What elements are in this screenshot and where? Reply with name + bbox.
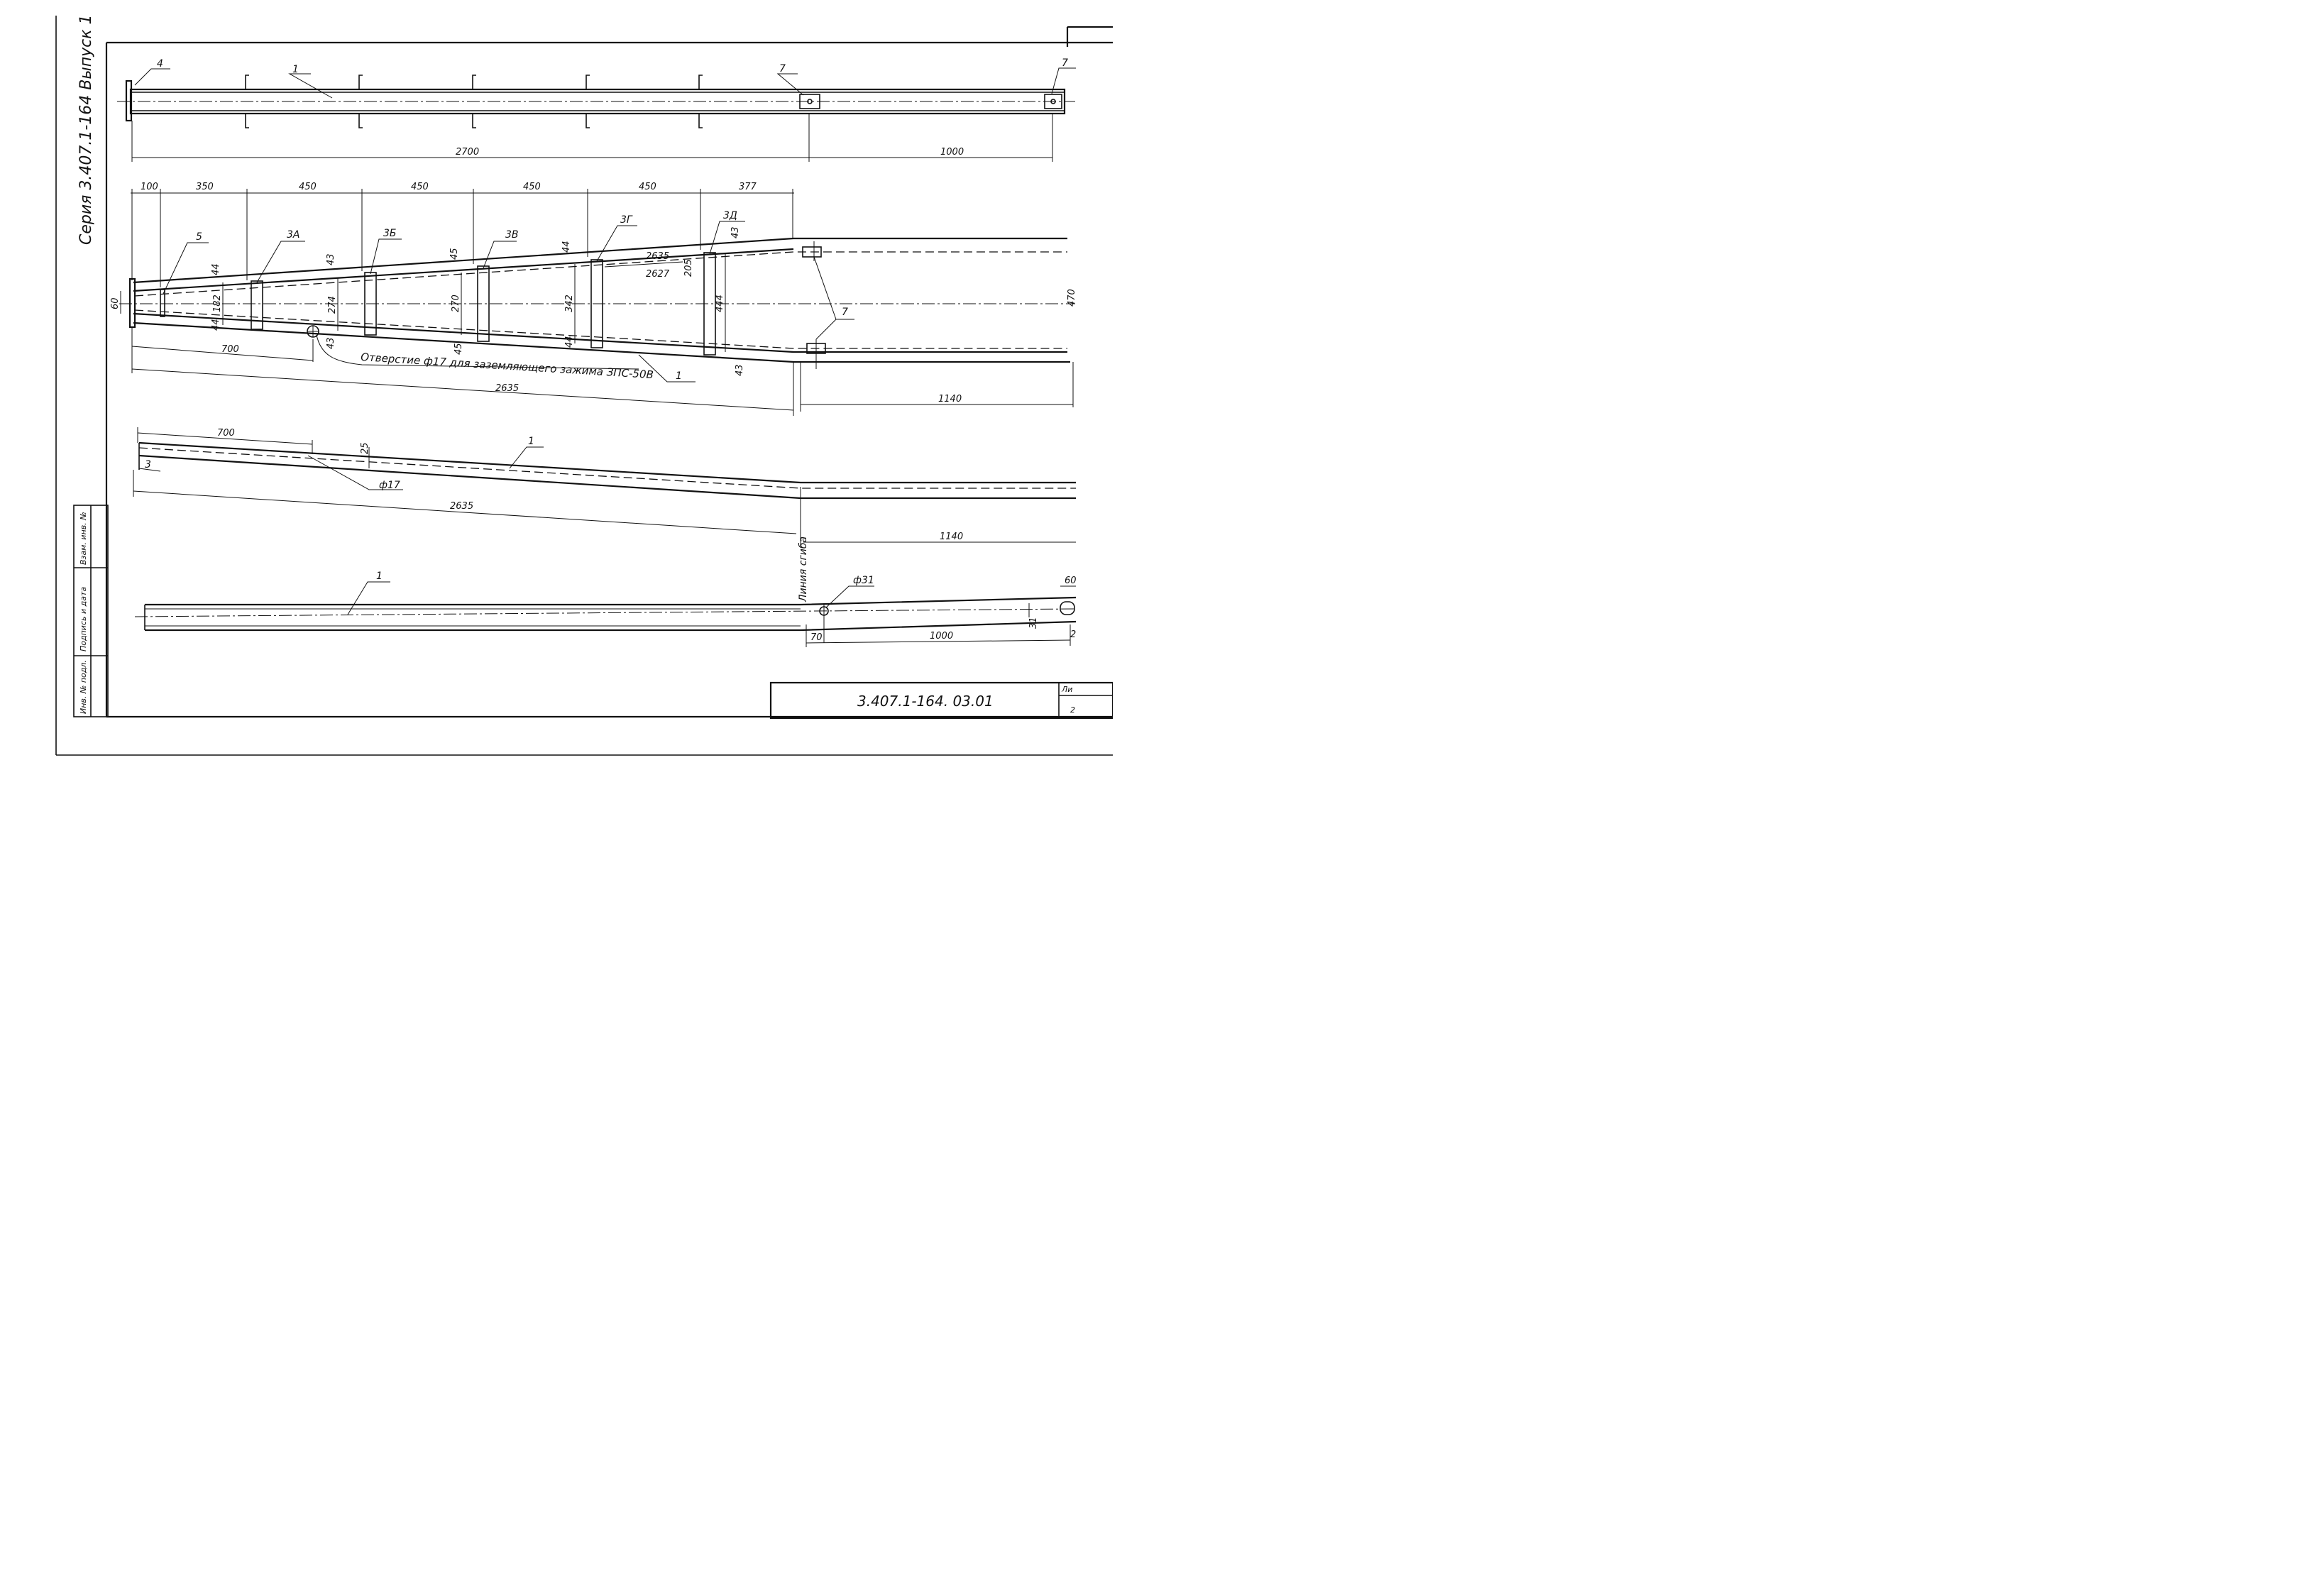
pos-7-plan-label: 7 <box>842 307 848 318</box>
stamp-sign-date: Подпись и дата <box>79 587 88 651</box>
pos-3D-label: 3Д <box>723 210 737 221</box>
side-dim-25: 25 <box>360 442 370 454</box>
diag-2627: 2627 <box>646 269 670 280</box>
side-hole-label: ф17 <box>379 480 400 491</box>
pos-5-label: 5 <box>196 231 202 243</box>
pos-7-label: 7 <box>779 63 786 75</box>
pos-3-side-label: 3 <box>145 459 151 470</box>
side-dim-1140: 1140 <box>940 532 963 542</box>
offset-45-b: 45 <box>453 343 464 355</box>
width-274: 274 <box>327 296 338 314</box>
pos-1-plan-label: 1 <box>676 370 682 382</box>
width-470: 470 <box>1067 289 1077 307</box>
pos-4-label: 4 <box>157 58 163 70</box>
bottom-dim-60: 60 <box>1065 576 1077 586</box>
drawing-frame <box>55 16 1113 756</box>
offset-44-c: 44 <box>561 241 572 253</box>
view-top: 4 1 7 7 2700 1000 <box>117 57 1076 162</box>
offset-44-b: 44 <box>211 319 221 331</box>
width-60: 60 <box>110 297 121 309</box>
width-342: 342 <box>564 295 575 312</box>
stamp-inv-orig: Инв. № подл. <box>79 660 88 714</box>
width-182: 182 <box>212 295 223 312</box>
pos-1-bottom-label: 1 <box>376 571 383 582</box>
bottom-dim-31: 31 <box>1028 617 1039 629</box>
bend-line-label: Линия сгиба <box>798 536 809 602</box>
bottom-dim-2: 2 <box>1070 629 1076 640</box>
view-plan: 100 350 450 450 450 450 377 5 3А 3Б 3В 3… <box>110 182 1077 416</box>
pos-3A-label: 3А <box>287 229 299 241</box>
offset-44-d: 44 <box>564 336 575 348</box>
dim-1140: 1140 <box>938 394 962 404</box>
offset-43-d: 43 <box>735 364 745 376</box>
sheet-label: Ли <box>1061 685 1072 694</box>
dim-1000: 1000 <box>940 147 964 158</box>
diag-2635: 2635 <box>646 251 669 262</box>
bottom-hole-label: ф31 <box>853 575 874 586</box>
engineering-drawing: Серия 3.407.1-164 Выпуск 1 Взам. инв. № … <box>55 14 1113 756</box>
stamp-column: Взам. инв. № Подпись и дата Инв. № подл. <box>73 505 109 717</box>
drawing-code: 3.407.1-164. 03.01 <box>857 693 994 710</box>
pos-3G-label: 3Г <box>620 214 633 226</box>
pos-1-label: 1 <box>292 64 299 75</box>
view-bottom: 1 ф31 70 1000 60 31 2 <box>134 571 1077 647</box>
side-dim-700: 700 <box>217 428 235 439</box>
width-444: 444 <box>715 295 725 312</box>
offset-43-c: 43 <box>730 226 741 238</box>
dim-2635: 2635 <box>495 383 519 394</box>
dim-spacing-450-c: 450 <box>523 182 541 192</box>
offset-43-a: 43 <box>326 253 336 265</box>
offset-43-b: 43 <box>326 337 336 349</box>
sheet-number: 2 <box>1070 705 1075 715</box>
offset-205: 205 <box>683 259 694 277</box>
hole-note: Отверстие ф17 для заземляющего зажима ЗП… <box>361 351 654 381</box>
dim-spacing-450-b: 450 <box>411 182 429 192</box>
pos-3B-label: 3Б <box>383 228 397 239</box>
dim-spacing-450-a: 450 <box>299 182 317 192</box>
dim-700: 700 <box>221 344 239 355</box>
bottom-dim-70: 70 <box>810 632 823 643</box>
side-dim-2635: 2635 <box>450 501 473 512</box>
brackets-top <box>245 75 708 128</box>
title-block: 3.407.1-164. 03.01 Ли 2 <box>769 681 1113 720</box>
bottom-dim-1000: 1000 <box>930 631 953 642</box>
dim-spacing-100: 100 <box>141 182 158 192</box>
clamp-plates-top <box>799 94 1062 109</box>
stamp-replace-inv: Взам. инв. № <box>79 512 88 565</box>
dim-spacing-377: 377 <box>739 182 757 192</box>
pos-3V-label: 3В <box>505 229 519 241</box>
offset-45-a: 45 <box>449 248 460 260</box>
dim-spacing-450-d: 450 <box>639 182 656 192</box>
view-side: 3 700 25 ф17 1 2635 1140 Линия сгиба <box>133 427 1076 602</box>
series-label: Серия 3.407.1-164 Выпуск 1 <box>77 14 95 245</box>
dim-2700: 2700 <box>456 147 479 158</box>
offset-44-a: 44 <box>211 263 221 275</box>
dim-spacing-350: 350 <box>196 182 214 192</box>
width-270: 270 <box>451 295 461 312</box>
pos-1-side-label: 1 <box>528 436 534 447</box>
pos-7-right-label: 7 <box>1062 57 1068 69</box>
